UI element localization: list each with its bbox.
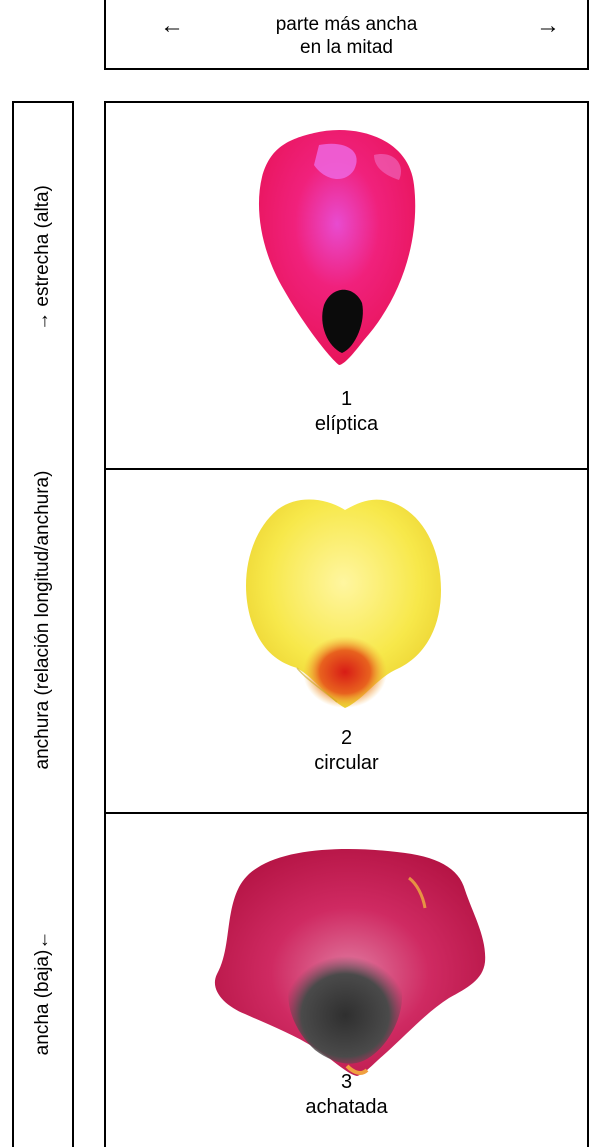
- side-label-width: anchura (relación longitud/anchura): [32, 471, 54, 770]
- side-label-broad: ancha (baja)←: [32, 931, 54, 1056]
- header-line-2: en la mitad: [106, 36, 587, 59]
- petal-grid: 1 elíptica: [104, 101, 589, 1147]
- petal-image-circular: [227, 480, 467, 724]
- header-text: parte más ancha en la mitad: [106, 13, 587, 59]
- petal-number-3: 3: [106, 1070, 587, 1094]
- petal-image-elliptic: [234, 125, 460, 373]
- petal-number-2: 2: [106, 726, 587, 750]
- arrow-right-icon: →: [536, 14, 560, 38]
- side-label-narrow: → estrecha (alta): [32, 185, 54, 331]
- petal-cell-3: 3 achatada: [106, 814, 587, 1147]
- header-box: ← parte más ancha en la mitad →: [104, 0, 589, 70]
- side-axis-box: → estrecha (alta) anchura (relación long…: [12, 101, 74, 1147]
- petal-number-1: 1: [106, 387, 587, 411]
- petal-image-flattened: [197, 838, 497, 1086]
- petal-name-3: achatada: [106, 1095, 587, 1119]
- petal-name-2: circular: [106, 751, 587, 775]
- petal-cell-2: 2 circular: [106, 470, 587, 814]
- petal-cell-1: 1 elíptica: [106, 103, 587, 470]
- petal-name-1: elíptica: [106, 412, 587, 436]
- header-line-1: parte más ancha: [106, 13, 587, 36]
